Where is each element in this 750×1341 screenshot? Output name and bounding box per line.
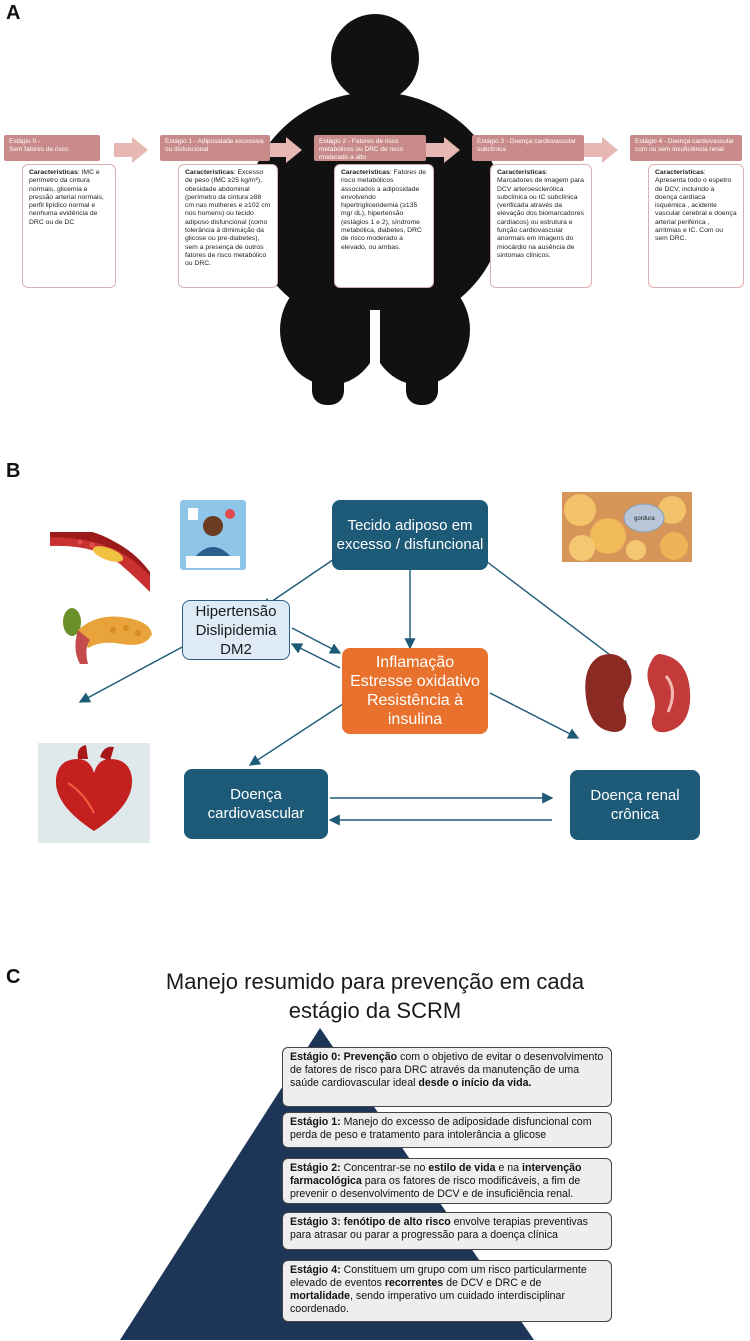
stage-1-card: Características: Excesso de peso (IMC ≥2… (178, 164, 278, 288)
arrow-adipose-to-kidney (477, 554, 632, 671)
arrow-stage-0-1 (114, 137, 148, 163)
panel-c-title-line1: Manejo resumido para prevenção em cada (165, 969, 585, 994)
adipose-tissue-icon: gordura (562, 492, 692, 562)
arrow-inflammation-to-hypertension (290, 643, 341, 669)
arrow-hypertension-to-inflammation (291, 627, 342, 654)
stage-3-management: Estágio 3: fenótipo de alto risco envolv… (282, 1212, 612, 1250)
node-cardiovascular-disease: Doença cardiovascular (184, 769, 328, 839)
stage-4-card: Características: Apresenta todo o espetr… (648, 164, 744, 288)
risk-dm2: DM2 (220, 640, 252, 658)
arrow-stage-3-4 (584, 137, 618, 163)
stage-arrows (114, 137, 618, 163)
node-risk-factors: Hipertensão Dislipidemia DM2 (182, 600, 290, 660)
mech-insulin-resistance: Resistência à insulina (366, 692, 464, 728)
stage-2-card: Características: Fatores de risco metabó… (334, 164, 434, 288)
stage-2-header: Estágio 2 - Fatores de risco metabólicos… (314, 135, 426, 161)
kidney-icon (585, 654, 691, 733)
mech-oxidative-stress: Estresse oxidativo (350, 673, 480, 690)
stage-2-management: Estágio 2: Concentrar-se no estilo de vi… (282, 1158, 612, 1204)
panel-b-label: B (6, 460, 21, 482)
doctor-patient-icon (180, 500, 246, 570)
arrow-hypertension-to-heart (78, 644, 187, 703)
stage-0-card: Características: IMC e perímetro da cint… (22, 164, 116, 288)
stage-4-management: Estágio 4: Constituem um grupo com um ri… (282, 1260, 612, 1322)
pancreas-icon (63, 608, 152, 664)
risk-hypertension: Hipertensão (195, 602, 277, 620)
panel-b-arrows (78, 554, 632, 826)
node-adipose-tissue: Tecido adiposo em excesso / disfuncional (332, 500, 488, 570)
stage-3-card: Características: Marcadores de imagem pa… (490, 164, 592, 288)
arrow-inflammation-to-ckd (489, 692, 580, 739)
risk-dyslipidemia: Dislipidemia (195, 621, 277, 639)
stage-1-header: Estágio 1 - Adiposidade excessiva ou dis… (160, 135, 270, 161)
arrow-stage-2-3 (426, 137, 460, 163)
node-chronic-kidney-disease: Doença renal crônica (570, 770, 700, 840)
mech-inflammation: Inflamação (375, 654, 455, 671)
stage-0-header: Estágio 0 - Sem fatores de risco (4, 135, 100, 161)
stage-3-header: Estágio 3 - Doença cardiovascular subclí… (472, 135, 584, 161)
artery-plaque-icon (50, 532, 150, 592)
panel-c-label: C (6, 966, 21, 988)
gordura-tag: gordura (634, 516, 655, 522)
stage-4-header: Estágio 4 - Doença cardiovascular com ou… (630, 135, 742, 161)
panel-c-title-line2: estágio da SCRM (288, 998, 462, 1023)
panel-a-label: A (6, 2, 21, 24)
stage-0-management: Estágio 0: Prevenção com o objetivo de e… (282, 1047, 612, 1107)
node-inflammation: Inflamação Estresse oxidativo Resistênci… (342, 648, 488, 734)
arrow-inflammation-to-cvd (248, 701, 347, 766)
stage-1-management: Estágio 1: Manejo do excesso de adiposid… (282, 1112, 612, 1148)
arrow-adipose-to-hypertension (260, 554, 341, 609)
arrow-stage-1-2 (268, 137, 302, 163)
heart-icon (38, 743, 150, 843)
